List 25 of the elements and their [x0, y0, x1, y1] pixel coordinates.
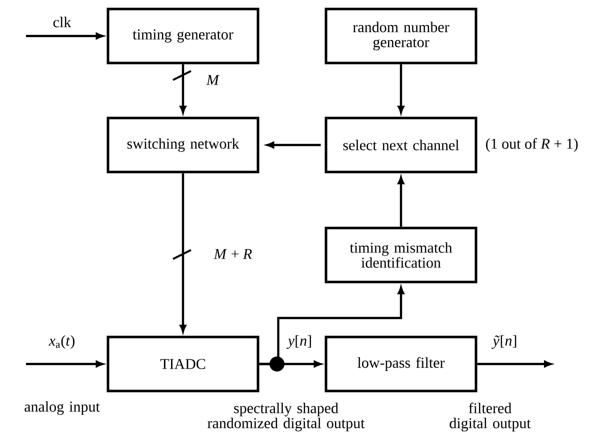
edge-label: ỹ[n] — [492, 335, 516, 349]
arrow — [26, 32, 104, 40]
arrow — [180, 173, 186, 332]
arrow — [26, 360, 104, 368]
edge-label: clk — [53, 16, 72, 28]
arrow — [180, 64, 186, 114]
caption-text: analog input — [24, 401, 100, 415]
process-box: switching network — [106, 116, 260, 174]
process-box: low-pass filter — [324, 336, 478, 392]
process-box: timing mismatch identification — [324, 226, 478, 284]
process-box: TIADC — [106, 336, 260, 392]
caption-text: filtered digital output — [450, 402, 531, 432]
arrow — [259, 286, 404, 366]
process-box: timing generator — [106, 8, 260, 64]
arrow — [398, 64, 404, 114]
edge-label: x$_{a}$(t) — [48, 335, 74, 349]
edge-label: y[n] — [286, 335, 311, 349]
process-box: select next channel — [324, 116, 478, 174]
side-note: (1 out of R + 1) — [486, 138, 578, 152]
caption-text: spectrally shaped randomized digital output — [208, 402, 365, 432]
edge-label: M + R — [214, 249, 252, 259]
arrow — [266, 142, 321, 148]
arrow — [398, 176, 404, 227]
process-box: random number generator — [324, 8, 478, 64]
edge-label: M — [206, 75, 220, 85]
